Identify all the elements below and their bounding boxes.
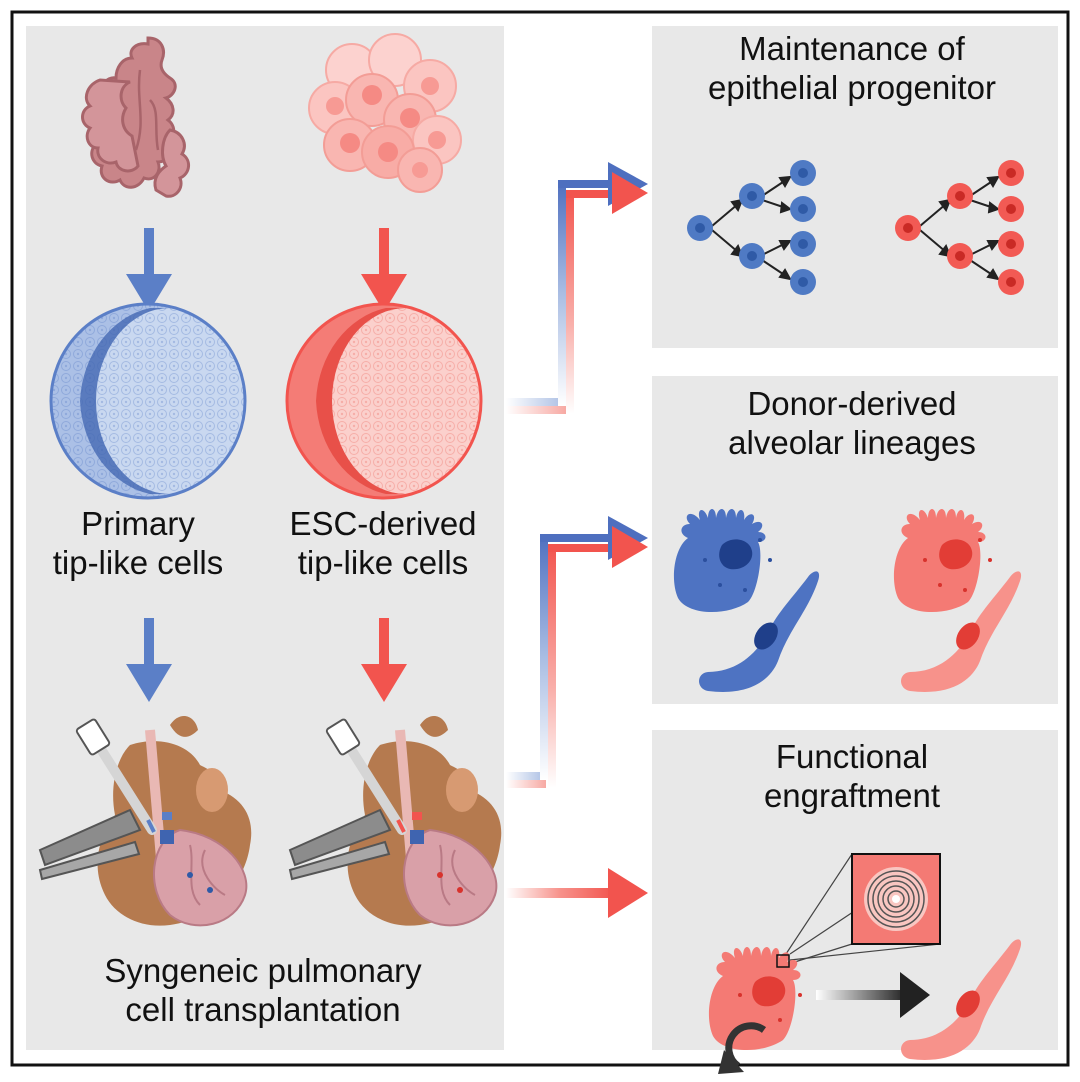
arrow-down-red-1 (361, 228, 407, 312)
alveolar-title-line1: Donor-derived (747, 385, 957, 422)
alveolar-title: Donor-derived alveolar lineages (652, 385, 1052, 463)
progenitor-cells-blue (687, 160, 816, 295)
primary-cells-label-line1: Primary (81, 505, 195, 542)
mouse-transplant-primary-icon (38, 715, 252, 927)
differentiation-arrow (816, 972, 930, 1018)
progenitor-cells-red (895, 160, 1024, 295)
alveolar-title-line2: alveolar lineages (728, 423, 976, 461)
progenitor-title: Maintenance of epithelial progenitor (652, 30, 1052, 108)
lung-tissue-icon (81, 36, 190, 198)
transplantation-label: Syngeneic pulmonary cell transplantation (28, 952, 498, 1030)
esc-organoid-icon (285, 302, 483, 500)
esc-cells-label: ESC-derived tip-like cells (258, 505, 508, 583)
at1-cell-red-icon (901, 571, 1022, 692)
at2-cell-blue-icon (673, 509, 772, 613)
arrow-down-blue-1 (126, 228, 172, 312)
transplantation-label-line2: cell transplantation (125, 990, 401, 1028)
esc-cells-label-line1: ESC-derived (289, 505, 477, 542)
engraftment-title-line2: engraftment (763, 776, 941, 814)
arrow-down-blue-2 (126, 618, 172, 702)
arrow-down-red-2 (361, 618, 407, 702)
engraftment-title: Functional engraftment (652, 738, 1052, 816)
arrow-to-progenitor (506, 162, 648, 414)
progenitor-tree-blue (711, 175, 793, 281)
self-renewal-arrow-icon (718, 1022, 767, 1074)
at1-cell-blue-icon (699, 571, 820, 692)
engraftment-title-line1: Functional (775, 738, 929, 775)
progenitor-title-line1: Maintenance of (739, 30, 965, 67)
primary-cells-label-line2: tip-like cells (52, 543, 224, 581)
lamellar-body-inset (851, 853, 941, 945)
primary-cells-label: Primary tip-like cells (28, 505, 248, 583)
cell-cluster-icon (308, 33, 462, 193)
transplantation-label-line1: Syngeneic pulmonary (104, 952, 422, 989)
arrow-to-engraftment (506, 868, 648, 918)
esc-cells-label-line2: tip-like cells (297, 543, 469, 581)
arrow-to-alveolar (506, 516, 648, 788)
at2-cell-red-icon (893, 509, 992, 613)
mouse-transplant-esc-icon (288, 715, 502, 927)
primary-organoid-icon (49, 302, 247, 500)
engrafted-at1-cell-icon (901, 939, 1022, 1060)
engrafted-at2-cell-icon (708, 947, 802, 1051)
progenitor-title-line2: epithelial progenitor (707, 68, 997, 106)
panel-progenitor (652, 26, 1058, 348)
